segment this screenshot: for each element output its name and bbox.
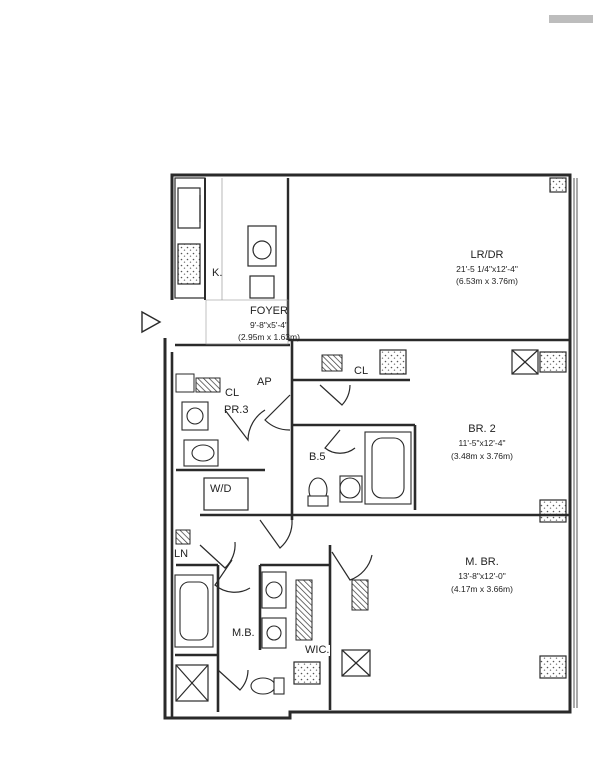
foyer-floor-strip: [205, 299, 289, 345]
lrdr-dim-ft: 21'-5 1/4"x12'-4": [456, 264, 518, 274]
foyer-dim-ft: 9'-8"x5'-4": [249, 320, 289, 330]
wd-closet: [203, 477, 249, 511]
mechanical-chases: [293, 349, 407, 685]
linen-label: LN: [174, 548, 189, 560]
wic-label: WIC.: [304, 644, 331, 656]
br2-dim-m: (3.48m x 3.76m): [451, 451, 513, 461]
kitchen-label: K.: [212, 267, 223, 279]
bath-fixtures: [307, 431, 412, 507]
br2-dim-ft: 11'-5"x12'-4": [458, 438, 506, 448]
master-bath-label: M.B.: [232, 627, 255, 639]
windows: [573, 178, 578, 708]
columns: [539, 177, 567, 679]
shaft-boxes: [175, 349, 539, 702]
closet-2-label: CL: [354, 365, 369, 377]
lrdr-label: LR/DR: [470, 249, 504, 261]
lrdr-dim-m: (6.53m x 3.76m): [456, 276, 518, 286]
master-bath-fixtures: [174, 571, 287, 695]
scan-mark: [549, 15, 593, 23]
entry-arrow: [141, 310, 162, 334]
mbr-dim-ft: 13'-8"x12'-0": [458, 571, 506, 581]
foyer-label: FOYER: [250, 305, 288, 317]
exterior-walls: [163, 173, 572, 720]
kitchen: [174, 177, 290, 340]
mbr-label: M. BR.: [465, 556, 499, 568]
powder-room-fixtures: [181, 401, 219, 467]
br2-label: BR. 2: [468, 423, 496, 435]
closet-shelves: [175, 354, 369, 641]
interior-walls: [170, 338, 570, 718]
wd-label: W/D: [210, 483, 232, 495]
closet-1-label: CL: [225, 387, 240, 399]
powder-room-label: PR.3: [224, 404, 249, 416]
foyer-dim-m: (2.95m x 1.63m): [238, 332, 300, 342]
bath-label: B.5: [309, 451, 326, 463]
ap-label: AP: [257, 376, 272, 388]
mbr-dim-m: (4.17m x 3.66m): [451, 584, 513, 594]
door-swings: [199, 384, 373, 691]
